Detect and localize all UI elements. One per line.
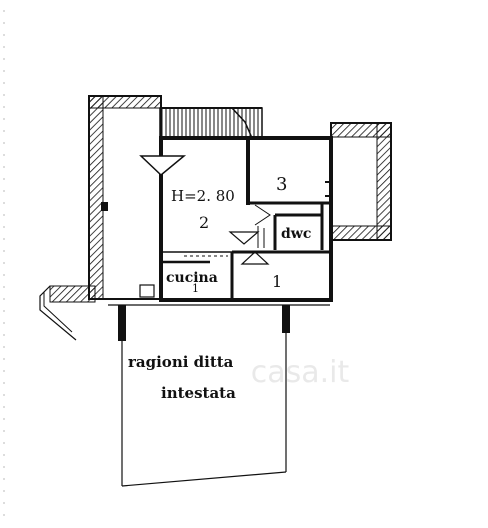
apartment-walls [159, 136, 333, 302]
left-terrace [88, 95, 162, 300]
courtyard-label-line-2: intestata [161, 384, 236, 402]
courtyard [108, 304, 330, 487]
kitchen-label: cucina [166, 270, 218, 286]
room-3-label: 3 [276, 174, 287, 195]
right-terrace [330, 122, 392, 241]
room-1-label: 1 [272, 272, 282, 291]
kitchen-number-label: 1 [192, 282, 199, 295]
bathroom-label: dwc [281, 226, 311, 242]
stair-landing [159, 107, 263, 139]
openings [139, 155, 331, 298]
watermark: casa.it [251, 355, 350, 390]
ceiling-height-label: H=2. 80 [171, 187, 235, 205]
courtyard-label-line-1: ragioni ditta [128, 353, 234, 371]
lower-left-balcony [39, 285, 96, 341]
room-2-label: 2 [199, 213, 209, 232]
